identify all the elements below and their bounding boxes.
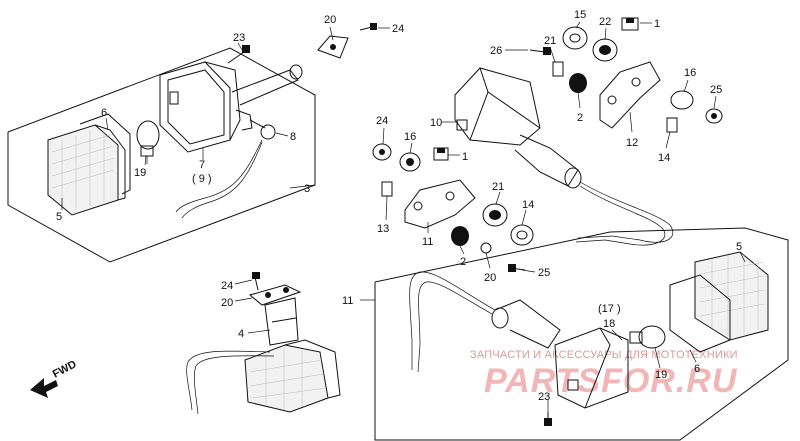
callout-2-left: 2 [460,256,466,268]
callout-14-left: 13 [377,223,389,235]
lens-5-left [47,124,126,216]
callout-15-left: 14 [522,199,534,211]
fwd-label: FWD [51,358,79,380]
gasket-6-right [669,274,731,353]
fwd-indicator: FWD [30,358,79,398]
turn-signal-10 [454,67,673,246]
callout-13: 11 [422,236,433,248]
callout-22-top: 22 [599,16,611,28]
callout-23-bottom: 23 [538,391,550,403]
mount-hardware-upper [529,17,723,133]
callout-5-right: 5 [736,241,742,253]
callout-25-left: 24 [376,115,388,127]
callout-15-top: 15 [574,9,586,21]
callout-12: 12 [626,137,638,149]
callout-2-top: 2 [577,112,583,124]
callout-3: 3 [304,183,310,195]
callout-1-top: 1 [654,18,660,30]
callout-14-right: 14 [658,152,670,164]
callout-11: 11 [342,295,353,307]
callout-19-right: 19 [655,369,667,381]
callout-19-left: 19 [134,167,146,179]
screw-23-top [227,45,250,64]
lens-5-right [694,251,769,341]
callout-16-right: 16 [684,67,696,79]
callout-1-left: 1 [462,151,468,163]
gasket-6-left [79,113,131,195]
mount-hardware-lower [372,143,534,272]
callout-21-left: 20 [484,272,496,284]
callout-18: 18 [603,318,615,330]
housing-7 [159,61,241,153]
callout-22-left: 21 [492,181,504,193]
callout-23-top: 23 [233,32,245,44]
paren-9: ( 9 ) [192,173,212,185]
bracket-20-top [317,23,377,59]
callout-4: 4 [238,328,244,340]
callout-7: 7 [199,159,205,171]
callout-26-left: 25 [538,267,550,279]
callout-10: 10 [430,117,442,129]
callout-21-top: 21 [544,35,556,47]
callout-5-left: 5 [56,211,62,223]
callout-24-bottom: 24 [221,280,233,292]
callout-24-top: 24 [392,23,404,35]
callout-26-top: 26 [490,45,502,57]
callout-20-bottom: 20 [221,297,233,309]
screw-23-bottom [544,412,552,426]
turn-signal-18 [409,271,629,409]
paren-17: (17 ) [598,303,621,315]
stem-arm [175,64,303,219]
callout-16-left: 16 [404,131,416,143]
rear-right-lamp-assembly [360,227,789,441]
callout-6-left: 6 [101,107,107,119]
callout-numbers: 5 6 19 7 ( 9 ) 8 3 23 20 24 15 22 1 26 2… [56,9,742,403]
callout-20-top: 20 [324,14,336,26]
watermark-tagline: ЗАПЧАСТИ И АКСЕССУАРЫ ДЛЯ МОТОТЕХНИКИ [470,349,738,361]
watermark-logo: PARTSFOR.RU [484,362,738,400]
front-left-lamp-assembly [7,45,316,263]
rear-left-lamp-assembly [186,272,341,415]
bulb-19-right [629,325,666,349]
callout-8: 8 [290,131,296,143]
callout-6-right: 6 [694,363,700,375]
bulb-19-left [136,120,160,164]
callout-25-right: 25 [710,84,722,96]
leader-lines [61,21,746,412]
